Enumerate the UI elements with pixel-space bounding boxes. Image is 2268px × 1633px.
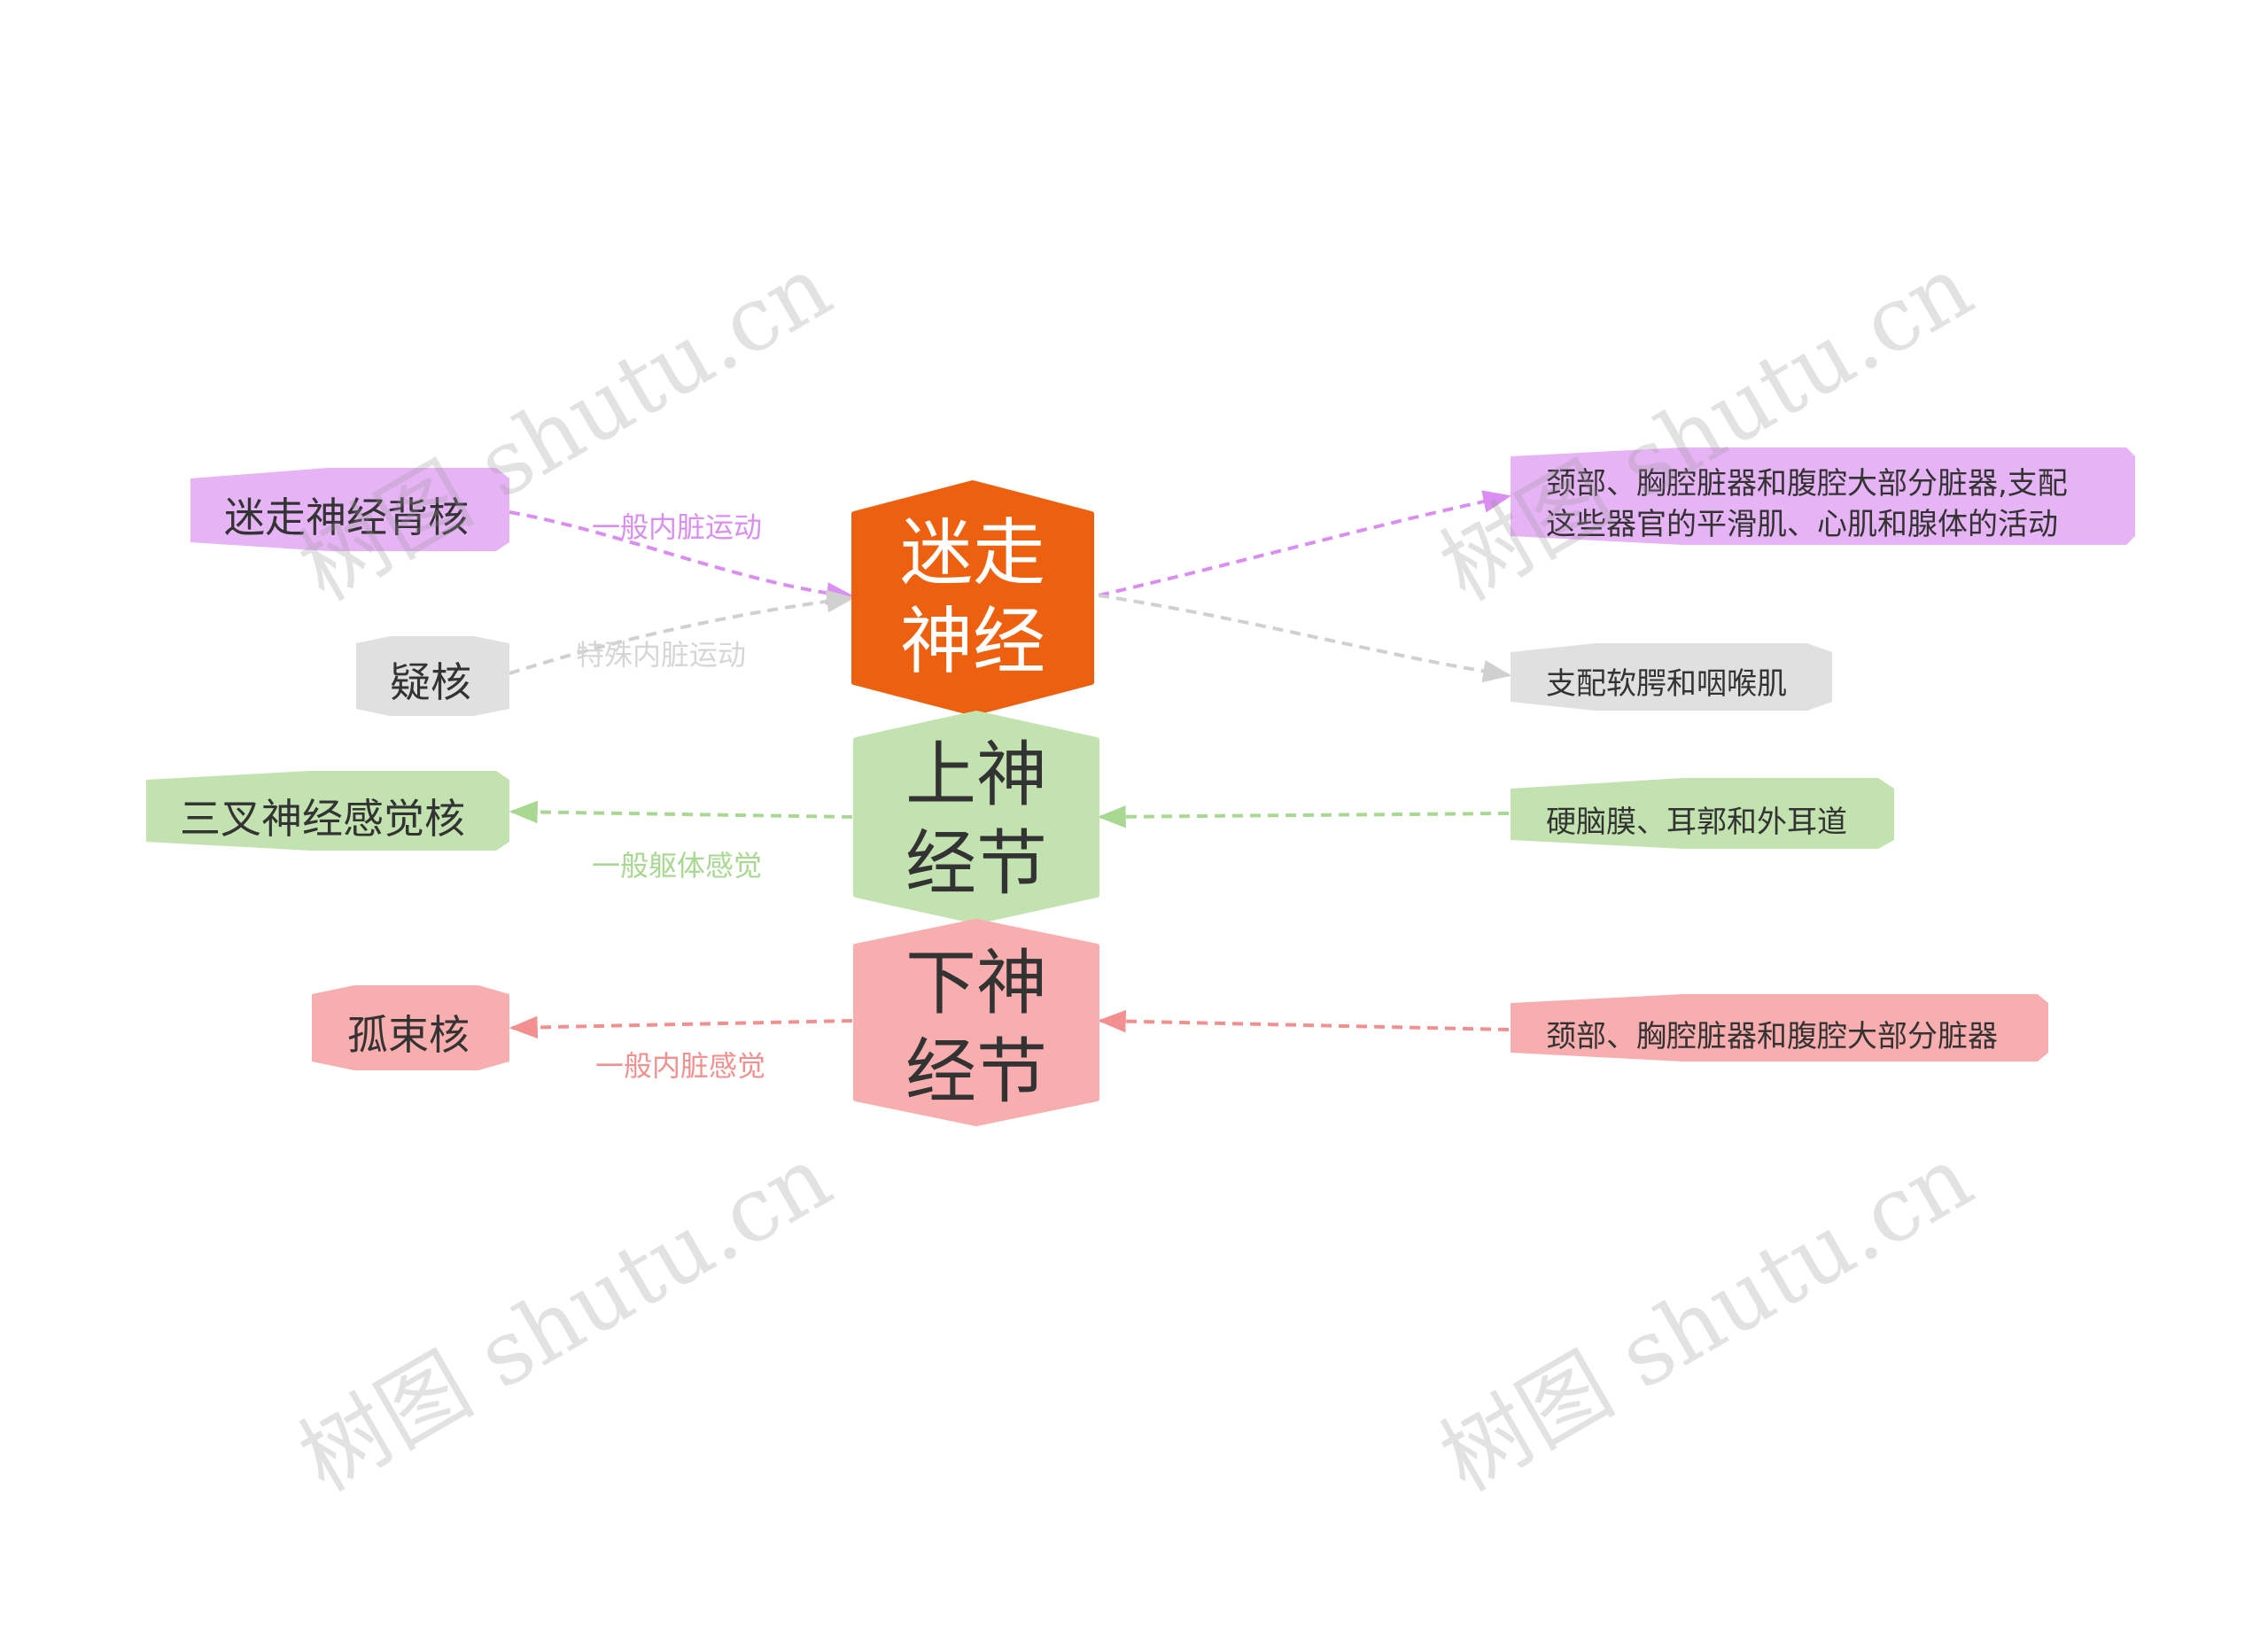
vagus-nerve-label: 迷走 神经 bbox=[854, 509, 1091, 687]
edge-ear-to-upper-ganglion bbox=[1097, 805, 1510, 828]
lower-ganglion-line2: 经节 bbox=[905, 1030, 1047, 1113]
edge-dorsal-to-vagus bbox=[509, 510, 856, 605]
dorsal-nucleus-text: 迷走神经背核 bbox=[224, 494, 469, 541]
trigeminal-sensory-nucleus-text: 三叉神经感觉核 bbox=[180, 795, 465, 843]
upper-ganglion-label: 上神 经节 bbox=[856, 731, 1097, 908]
vagus-nerve-line1: 迷走 bbox=[899, 511, 1045, 595]
edge-lower-ganglion-to-solitary bbox=[509, 1015, 853, 1039]
visceral-target-text-line2: 这些器官的平滑肌、心肌和腺体的活动 bbox=[1546, 507, 2058, 542]
ear-target-node[interactable] bbox=[1511, 778, 1894, 849]
edge-upper-ganglion-to-trigeminal bbox=[509, 800, 853, 824]
dorsal-nucleus-node[interactable] bbox=[190, 468, 509, 551]
edge-label-special-visceral-motor: 特殊内脏运动 bbox=[576, 638, 747, 672]
visceral-target-node[interactable] bbox=[1511, 447, 2135, 545]
edge-label-general-somatic-sensory: 一般躯体感觉 bbox=[592, 849, 763, 883]
pharynx-target-text: 支配软腭和咽喉肌 bbox=[1546, 666, 1787, 702]
trigeminal-sensory-nucleus-node[interactable] bbox=[146, 771, 509, 851]
lower-ganglion-label: 下神 经节 bbox=[856, 939, 1097, 1116]
lower-ganglion-line1: 下神 bbox=[905, 942, 1047, 1024]
visceral-sensory-source-node[interactable] bbox=[1511, 994, 2048, 1061]
visceral-target-text-line1: 颈部、胸腔脏器和腹腔大部分脏器,支配 bbox=[1546, 466, 2068, 502]
edge-ambiguus-to-vagus bbox=[509, 589, 856, 675]
vagus-nerve-line2: 神经 bbox=[899, 600, 1045, 684]
pharynx-target-node[interactable] bbox=[1511, 643, 1832, 711]
edge-vagus-to-pharynx-target bbox=[1098, 594, 1512, 683]
visceral-sensory-source-text: 颈部、胸腔脏器和腹腔大部分脏器 bbox=[1546, 1019, 1998, 1054]
lower-ganglion-node[interactable] bbox=[853, 919, 1099, 1126]
ear-target-text: 硬脑膜、耳郭和外耳道 bbox=[1546, 805, 1847, 840]
solitary-nucleus-node[interactable] bbox=[312, 985, 509, 1070]
upper-ganglion-line2: 经节 bbox=[905, 822, 1047, 905]
upper-ganglion-line1: 上神 bbox=[905, 734, 1047, 816]
solitary-nucleus-text: 孤束核 bbox=[347, 1011, 470, 1059]
ambiguus-nucleus-text: 疑核 bbox=[390, 658, 471, 706]
edge-visceral-source-to-lower-ganglion bbox=[1097, 1009, 1510, 1033]
edge-label-general-visceral-motor: 一般内脏运动 bbox=[592, 510, 763, 544]
ambiguus-nucleus-node[interactable] bbox=[356, 636, 509, 716]
edge-label-general-visceral-sensory: 一般内脏感觉 bbox=[595, 1049, 766, 1083]
